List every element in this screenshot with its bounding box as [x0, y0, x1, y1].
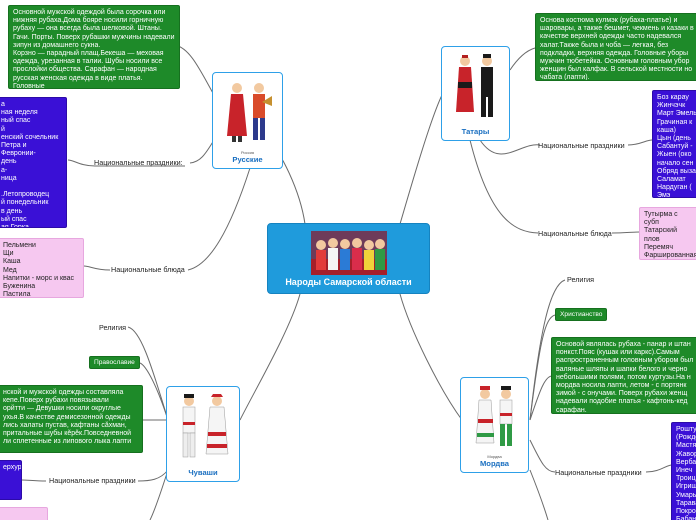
- russians-dishes-label[interactable]: Национальные блюда: [111, 265, 185, 274]
- link-mordva-costume: [529, 375, 553, 421]
- link-russians-holidays: [189, 139, 215, 164]
- link-tatars-holidays: [479, 139, 541, 155]
- link-chuvash-religion-value: [139, 362, 169, 421]
- mordva-religion-value[interactable]: Христианство: [555, 308, 608, 321]
- tatars-dishes-label[interactable]: Национальные блюда: [538, 229, 612, 238]
- mordva-figure-caption: Мордва: [487, 454, 502, 459]
- mordva-holidays-label[interactable]: Национальные праздники: [555, 468, 642, 477]
- mordva-holidays-list-box[interactable]: Роштув (Рожде Мастя Жаворо Верба Инеч Тр…: [671, 422, 696, 520]
- mordva-title: Мордва: [479, 459, 510, 468]
- node-chuvash[interactable]: Чуваши: [166, 386, 240, 482]
- link-central-mordva: [399, 293, 463, 421]
- tatars-figures-image: [456, 54, 493, 117]
- chuvash-figures-image: [182, 394, 229, 458]
- chuvash-religion-value[interactable]: Православие: [89, 356, 140, 369]
- russians-costume-box[interactable]: Основной мужской одеждой была сорочка ил…: [8, 5, 180, 89]
- tatars-costume-box[interactable]: Основа костюма кулмэк (рубаха-платье) и …: [535, 13, 696, 81]
- mordva-costume-box[interactable]: Основой являлась рубаха - панар и штан п…: [551, 337, 696, 414]
- link-tatars-dishes-list: [611, 231, 641, 234]
- link-russians-costume: [174, 44, 215, 96]
- russians-figure-caption: Россия: [240, 150, 255, 155]
- central-photo: [311, 231, 387, 275]
- tatars-dishes-list-box[interactable]: Тутырма с субп Татарский плов Перемяч Фа…: [639, 207, 696, 260]
- node-tatars[interactable]: Татары: [441, 46, 510, 141]
- chuvash-costume-box[interactable]: нской и мужской одежды составляла кепе.П…: [0, 385, 143, 453]
- russians-figures-image: [227, 83, 272, 142]
- link-russians-dishes: [187, 167, 251, 271]
- russians-title: Русские: [232, 155, 263, 164]
- tatars-holidays-label[interactable]: Национальные праздники: [538, 141, 625, 150]
- link-mordva-religion-value: [529, 314, 556, 421]
- link-mordva-holidays: [529, 439, 556, 473]
- node-russians[interactable]: Россия Русские: [212, 72, 283, 169]
- mordva-religion-label[interactable]: Религия: [567, 275, 594, 284]
- mordva-figures-image: [475, 386, 513, 446]
- central-title: Народы Самарской области: [285, 277, 412, 287]
- chuvash-holidays-label[interactable]: Национальные праздники: [49, 476, 136, 485]
- chuvash-dishes-list-box[interactable]: [0, 507, 48, 520]
- link-dishes-list: [83, 265, 111, 271]
- link-chuvash-holidays-list: [21, 479, 47, 482]
- link-mordva-bottom: [529, 469, 549, 520]
- chuvash-title: Чуваши: [188, 468, 218, 477]
- chuvash-holidays-list-box[interactable]: ерхури: [0, 460, 22, 500]
- link-tatars-costume: [509, 47, 536, 71]
- link-tatars-dishes: [469, 139, 539, 234]
- link-tatars-holidays-list: [627, 139, 653, 146]
- link-mordva-holidays-list: [645, 464, 673, 473]
- node-mordva[interactable]: Мордва Мордва: [460, 377, 529, 473]
- link-chuvash-holidays: [137, 469, 169, 482]
- tatars-title: Татары: [461, 127, 490, 136]
- link-central-chuvash: [239, 293, 301, 421]
- tatars-holidays-list-box[interactable]: Боз карау Жинчэчк Март Эмель Грачиная к …: [652, 90, 696, 198]
- link-central-tatars: [399, 94, 443, 225]
- russians-holidays-label[interactable]: Национальные праздники:: [94, 158, 183, 167]
- link-holidays-to-list: [67, 159, 96, 167]
- russians-dishes-list-box[interactable]: Пельмени Щи Каша Мед Напитки - морс и кв…: [0, 238, 84, 298]
- russians-holidays-list-box[interactable]: а ная неделя ный спас й енский сочельник…: [0, 97, 67, 228]
- link-chuvash-religion: [127, 326, 169, 421]
- central-node[interactable]: Народы Самарской области: [267, 223, 430, 294]
- chuvash-religion-label[interactable]: Религия: [99, 323, 126, 332]
